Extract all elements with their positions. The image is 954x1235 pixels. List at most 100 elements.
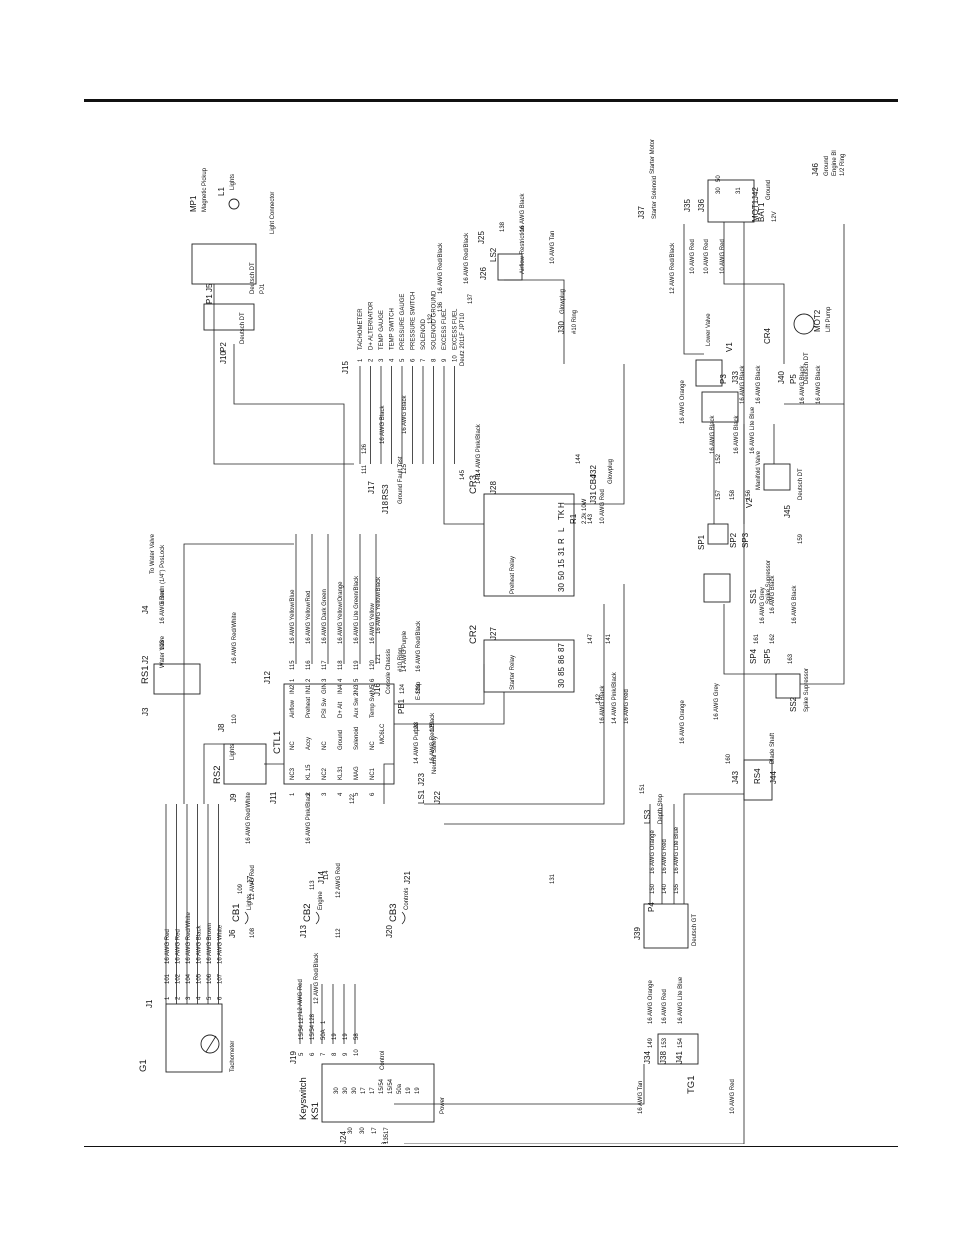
deutsch-dt-d: Deutsch DT — [798, 468, 804, 500]
j19-wire-5: 127 — [299, 1013, 305, 1024]
ks-control-label: Control — [380, 1051, 386, 1070]
j25-label: J25 — [477, 231, 486, 244]
j24-label: J24 — [339, 1131, 348, 1144]
w125-wire: 16 AWG Black — [402, 395, 408, 434]
j3-label: J3 — [141, 707, 150, 716]
j12-label: J12 — [263, 671, 272, 684]
ctl1-l-sig-6: NC1 — [370, 767, 376, 780]
j17-label: J17 — [367, 481, 376, 494]
ss2-box — [775, 673, 801, 699]
w-cr-black: 16 AWG Black — [600, 685, 606, 724]
j1-label: J1 — [145, 999, 154, 1008]
ctl1-l-sig-1: NC3 — [290, 767, 296, 780]
wire-run — [404, 222, 745, 1144]
j12-wire-5: 16 AWG Yellow — [370, 603, 376, 644]
j15-label-2: D+ ALTERNATOR — [369, 301, 375, 350]
w126: 126 — [362, 443, 368, 454]
j22-label: J22 — [433, 791, 442, 804]
wire-run — [683, 793, 744, 904]
j1-pin-3: 3 — [186, 996, 192, 1000]
wire-run — [394, 692, 505, 725]
ctl1-r-pin-4: 5 — [354, 678, 360, 682]
cr2-pin-30: 30 — [557, 679, 566, 688]
ground-fault-label: Ground Fault Test — [398, 456, 404, 504]
w135: 135 — [384, 1133, 390, 1144]
w10red2: 10 AWG Red — [704, 239, 710, 274]
ctl1-r-sig-2: GIN — [322, 683, 328, 694]
top-rule — [84, 99, 898, 102]
j15-label-5: PRESSURE GAUGE — [400, 294, 406, 350]
ctl1-l-pin-6: 6 — [370, 792, 376, 796]
w129: 129 — [430, 721, 436, 732]
keyswitch-pin-4: 17 — [370, 1087, 376, 1094]
j15-pin-6: 6 — [411, 358, 417, 362]
w110-wire: 16 AWG Red/White — [232, 612, 238, 664]
keyswitch-pin-6: 15/54 — [388, 1078, 394, 1094]
cb2-breaker-icon — [315, 911, 320, 925]
g1-label: G1 — [138, 1059, 149, 1072]
tg1-label: TG1 — [686, 1076, 697, 1094]
poslock-label: 6.3mm (1/4") PosLock — [160, 544, 166, 604]
v2-box — [763, 463, 791, 491]
pj1-label: PJ1 — [260, 283, 266, 294]
j19-pin-6: 6 — [310, 1052, 316, 1056]
w151-wire: 16 AWG Orange — [680, 700, 686, 744]
pb1-label: PB1 — [397, 698, 406, 714]
cb1-breaker-icon — [244, 911, 249, 925]
w148: 148 — [476, 473, 482, 484]
w10red1: 10 AWG Red — [690, 239, 696, 274]
j19-circuit-6: 15/54 — [310, 1024, 316, 1040]
keyswitch-box — [321, 1063, 435, 1123]
j1-wire-5: 16 AWG Brown — [207, 923, 213, 964]
ctl1-l-sig-2: KL 15 — [306, 764, 312, 780]
w124: 124 — [400, 683, 406, 694]
ring12: 1/2 Ring — [840, 154, 846, 176]
w156: 156 — [746, 489, 752, 500]
cb3-breaker-icon — [401, 911, 406, 925]
sp5-label: SP5 — [763, 648, 772, 664]
w157: 157 — [716, 489, 722, 500]
keyswitch-label: Keyswitch — [298, 1077, 309, 1120]
ctl1-l-pin-1: 1 — [290, 792, 296, 796]
w136: 136 — [438, 301, 444, 312]
j19-circuit-9: 19 — [343, 1033, 349, 1040]
deutsch-dt-c: Deutsch DT — [804, 352, 810, 384]
keyswitch-pin-1: 30 — [343, 1087, 349, 1094]
j12-wire-2: 16 AWG Dark Green — [322, 589, 328, 644]
j12-num-5: 120 — [370, 659, 376, 670]
w161-wire: 16 AWG Grey — [760, 587, 766, 624]
j15-pin-9: 9 — [442, 358, 448, 362]
cb2-label: CB2 — [302, 904, 313, 922]
j19-circuit-10: 58 — [354, 1033, 360, 1040]
j19-pin-9: 9 — [343, 1052, 349, 1056]
w110: 110 — [232, 714, 238, 724]
cr3-pin-L: L — [557, 527, 566, 532]
j12-wire-4: 16 AWG Lite Green/Black — [354, 575, 360, 644]
j15-pin-3: 3 — [379, 358, 385, 362]
vblack3: 16 AWG Black — [800, 365, 806, 404]
w130-wire: 16 AWG Red/Black — [416, 620, 422, 672]
w154-wire: 16 AWG Lite Blue — [678, 976, 684, 1024]
cb3-label: CB3 — [388, 904, 399, 922]
cb3-jb: J21 — [403, 871, 412, 884]
vblack2: 16 AWG Black — [756, 365, 762, 404]
tachometer-box — [165, 1003, 223, 1073]
w160: 160 — [726, 753, 732, 764]
w108: 108 — [250, 927, 256, 938]
w153-wire: 16 AWG Red — [662, 989, 668, 1024]
j1-pin-1: 1 — [165, 996, 171, 1000]
lift-pump: Lift Pump — [826, 306, 832, 332]
j36-label: J36 — [697, 199, 706, 212]
mot1-label: MOT1 — [751, 199, 760, 222]
w-cr-pink: 14 AWG Pink/Black — [612, 671, 618, 724]
ground-b: Ground — [824, 156, 830, 176]
sp3-label: SP3 — [741, 532, 750, 548]
l1-label: L1 — [217, 187, 226, 196]
starter-motor: Starter Motor — [650, 139, 656, 174]
w138-wire: 16 AWG Black — [520, 193, 526, 232]
light-connector: Light Connector — [270, 192, 276, 234]
w155-wire: 16 AWG Lite Blue — [674, 826, 680, 874]
cr4-label: CR4 — [763, 327, 772, 344]
j15-label-4: TEMP SWITCH — [390, 308, 396, 350]
